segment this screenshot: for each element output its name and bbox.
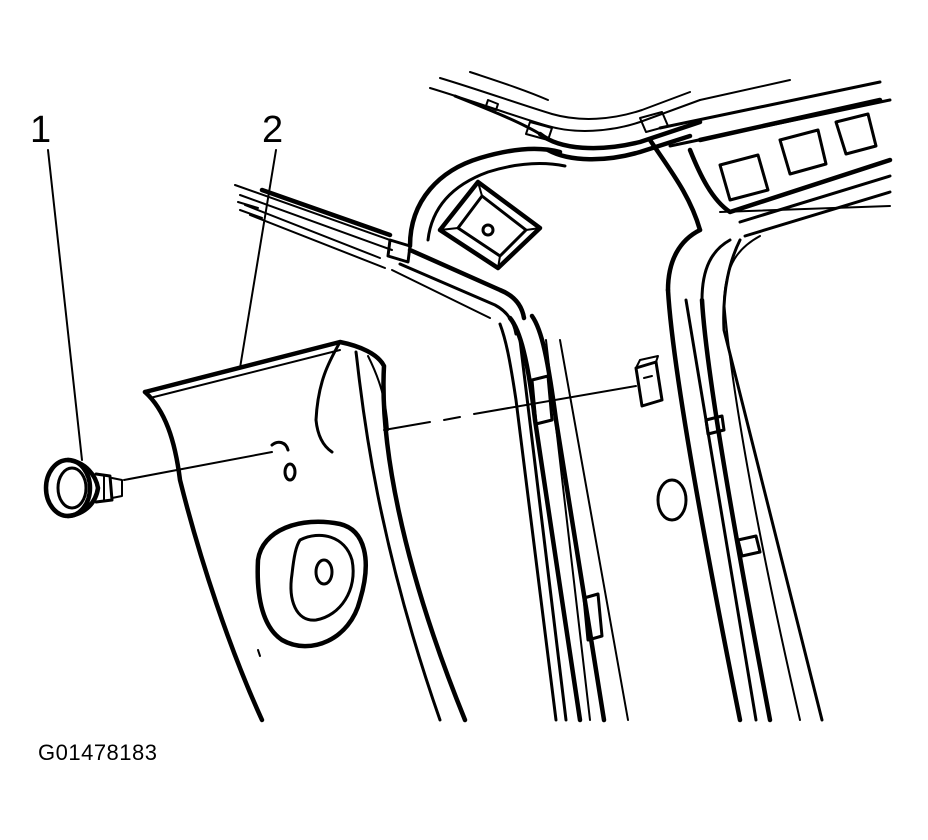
figure-id: G01478183 <box>38 740 158 765</box>
callout-1: 1 <box>30 109 51 151</box>
inner-panel-details <box>634 355 688 522</box>
body-pillar-right <box>665 238 824 723</box>
roof-rail-structure <box>234 71 893 336</box>
push-pin-retainer <box>43 457 123 519</box>
callout-leaders <box>47 149 277 461</box>
alignment-lines <box>123 385 637 481</box>
pillar-trim-panel <box>142 339 468 723</box>
callout-2: 2 <box>262 109 283 151</box>
body-pillar-center <box>498 313 629 723</box>
